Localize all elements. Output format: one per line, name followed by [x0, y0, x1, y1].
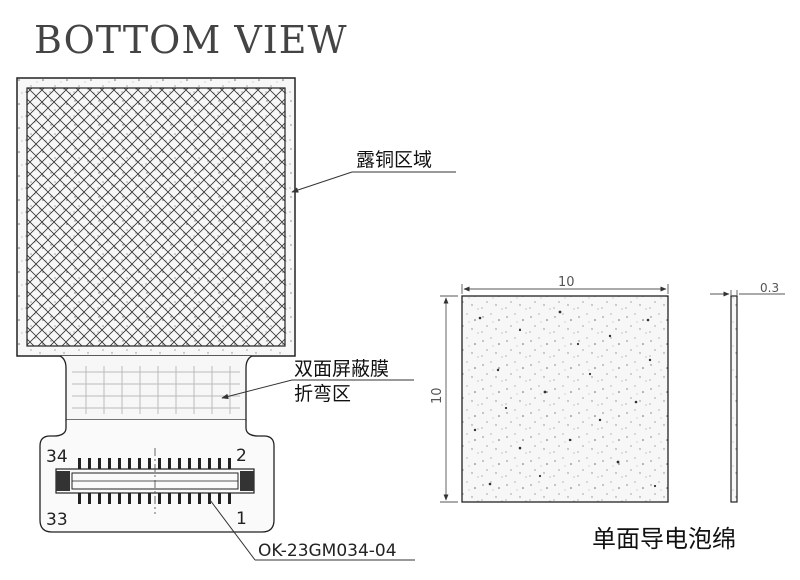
dimension-thickness	[710, 290, 785, 297]
bend-area-outline	[59, 355, 253, 421]
pin-label-1: 1	[236, 509, 247, 529]
dimension-height	[440, 295, 458, 503]
callout-exposed-copper: 露铜区域	[291, 149, 456, 193]
pin-label-2: 2	[236, 446, 247, 466]
conductive-foam-side	[730, 295, 738, 503]
label-part-number: OK-23GM034-04	[258, 541, 397, 561]
dimension-thickness-label: 0.3	[760, 281, 779, 295]
dimension-width-label: 10	[558, 275, 575, 290]
label-conductive-foam: 单面导电泡绵	[592, 525, 736, 553]
drawing-title: BOTTOM VIEW	[34, 18, 348, 62]
pin-label-34: 34	[46, 447, 68, 467]
dimension-height-label: 10	[430, 387, 445, 404]
connector-pins-bottom	[78, 493, 231, 504]
pin-label-33: 33	[46, 510, 68, 530]
connector-pins-top	[78, 458, 231, 469]
label-bend-area: 折弯区	[294, 383, 351, 405]
callout-shield-bend: 双面屏蔽膜 折弯区	[221, 358, 414, 405]
board-to-board-connector	[55, 448, 255, 514]
dimension-width	[461, 284, 669, 294]
conductive-foam-front	[461, 295, 669, 503]
foam-square	[461, 295, 669, 503]
label-shield-film: 双面屏蔽膜	[294, 358, 389, 380]
fpc-assembly: 34 2 33 1	[16, 77, 296, 533]
bend-area-grid	[72, 366, 240, 414]
callout-part-number: OK-23GM034-04	[209, 499, 415, 561]
exposed-copper-area	[26, 87, 286, 347]
label-exposed-copper: 露铜区域	[356, 149, 432, 171]
